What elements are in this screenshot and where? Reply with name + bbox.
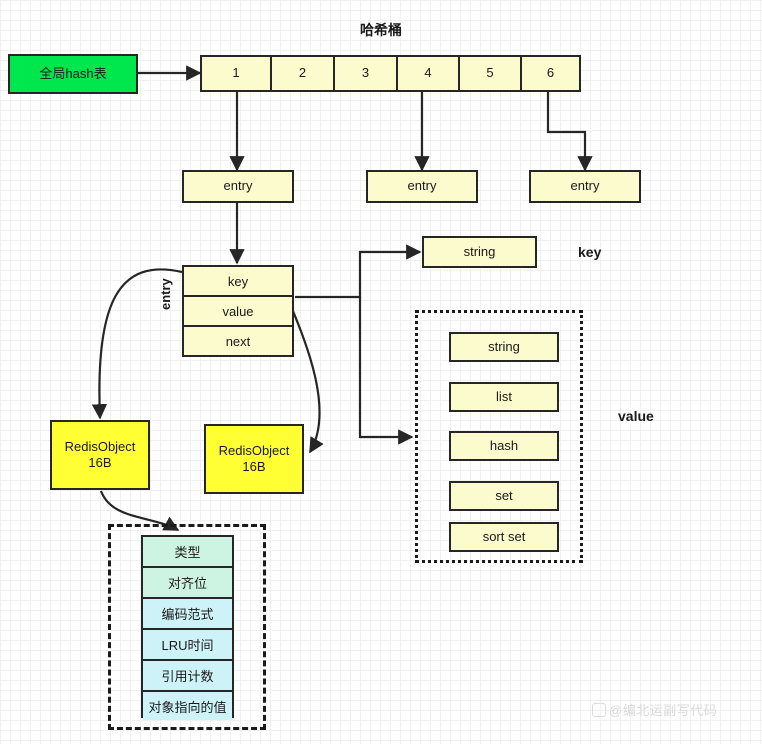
key-group-label: key: [578, 244, 602, 260]
value-type-set-label: set: [495, 487, 513, 503]
redisobject-box-right[interactable]: RedisObject 16B: [204, 424, 304, 494]
entry-box-2[interactable]: entry: [366, 170, 478, 203]
hash-bucket-array: 1 2 3 4 5 6: [200, 55, 581, 92]
bucket-cell-5-label: 5: [486, 65, 494, 81]
object-field-ptr[interactable]: 对象指向的值: [143, 692, 232, 720]
value-type-hash-box[interactable]: hash: [449, 431, 559, 461]
bucket-cell-5[interactable]: 5: [458, 55, 520, 92]
bucket-cell-2[interactable]: 2: [270, 55, 333, 92]
key-type-string-box[interactable]: string: [422, 236, 537, 268]
watermark: @编北运副写代码: [592, 700, 717, 719]
global-hash-table-label: 全局hash表: [39, 65, 107, 81]
value-type-string-box[interactable]: string: [449, 332, 559, 362]
entry-box-1[interactable]: entry: [182, 170, 294, 203]
value-type-list-box[interactable]: list: [449, 382, 559, 412]
value-type-string-label: string: [488, 338, 520, 354]
bucket-cell-2-label: 2: [298, 65, 307, 81]
redisobject-left-name: RedisObject: [64, 438, 136, 454]
entry-box-1-label: entry: [223, 178, 253, 194]
value-type-set-box[interactable]: set: [449, 481, 559, 511]
bucket-cell-3[interactable]: 3: [333, 55, 396, 92]
entry-box-3-label: entry: [570, 178, 600, 194]
key-type-string-label: string: [463, 243, 496, 259]
redisobject-box-left[interactable]: RedisObject 16B: [50, 420, 150, 490]
object-field-lru[interactable]: LRU时间: [143, 630, 232, 661]
bucket-cell-6[interactable]: 6: [520, 55, 581, 92]
object-field-refcount[interactable]: 引用计数: [143, 661, 232, 692]
entry-field-value[interactable]: value: [184, 297, 292, 327]
redisobject-right-name: RedisObject: [218, 442, 290, 458]
entry-box-2-label: entry: [407, 178, 437, 194]
watermark-text: @编北运副写代码: [609, 703, 718, 718]
value-type-sortset-label: sort set: [482, 528, 526, 544]
diagram-title: 哈希桶: [360, 22, 402, 38]
value-type-sortset-box[interactable]: sort set: [449, 522, 559, 552]
value-group-label: value: [618, 408, 654, 424]
entry-field-next[interactable]: next: [225, 333, 251, 349]
global-hash-table-box[interactable]: 全局hash表: [8, 54, 138, 94]
bucket-cell-4-label: 4: [424, 65, 432, 81]
redisobject-right-size: 16B: [242, 459, 266, 474]
entry-edge-label: entry: [158, 278, 173, 310]
wire-bucket6-to-entry3: [546, 91, 593, 172]
redisobject-detail-group: [108, 524, 266, 730]
entry-box-3[interactable]: entry: [529, 170, 641, 203]
redisobject-field-stack: 类型 对齐位 编码范式 LRU时间 引用计数 对象指向的值: [141, 535, 234, 720]
bucket-cell-1[interactable]: 1: [200, 55, 270, 92]
bucket-cell-1-label: 1: [232, 65, 240, 81]
entry-field-key[interactable]: key: [184, 267, 292, 297]
bucket-cell-3-label: 3: [361, 65, 370, 81]
object-field-type[interactable]: 类型: [143, 537, 232, 568]
value-type-list-label: list: [496, 388, 512, 404]
wire-key-to-string: [295, 244, 422, 299]
entry-struct-stack: key value next: [182, 265, 294, 357]
value-type-hash-label: hash: [489, 437, 519, 453]
object-field-padding[interactable]: 对齐位: [143, 568, 232, 599]
bucket-cell-6-label: 6: [546, 65, 555, 81]
watermark-logo-icon: [592, 703, 606, 717]
redisobject-left-size: 16B: [88, 455, 112, 470]
bucket-cell-4[interactable]: 4: [396, 55, 458, 92]
wire-key-junction-to-value-box: [358, 297, 414, 445]
value-types-group: [415, 310, 583, 563]
object-field-encoding[interactable]: 编码范式: [143, 599, 232, 630]
